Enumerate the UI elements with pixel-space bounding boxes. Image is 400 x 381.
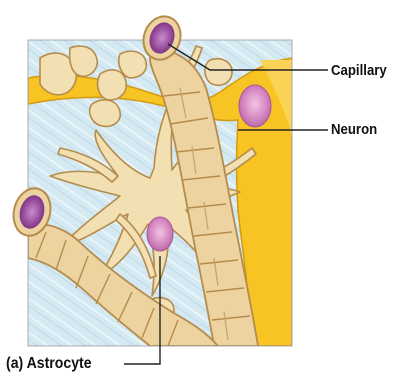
- astrocyte-nucleus: [147, 217, 173, 251]
- capillary-label: Capillary: [331, 62, 387, 80]
- astrocyte-label: (a) Astrocyte: [6, 355, 92, 373]
- neuron-nucleus: [239, 85, 271, 127]
- neuron-label: Neuron: [331, 121, 377, 139]
